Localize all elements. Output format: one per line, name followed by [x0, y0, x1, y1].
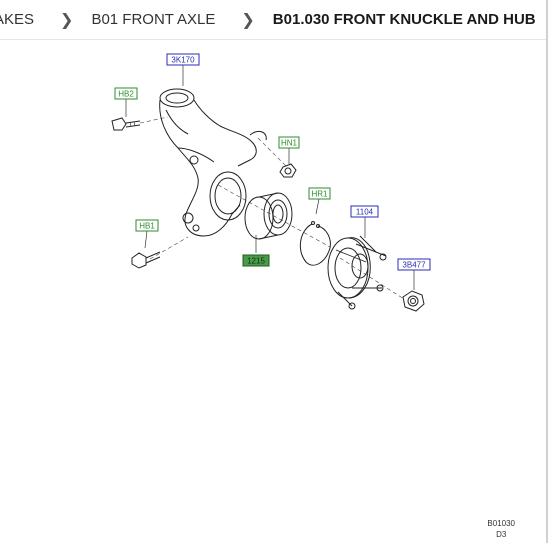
diagram-code: B01030 [487, 519, 515, 528]
svg-text:1215: 1215 [247, 257, 265, 266]
callout-bolt-upper[interactable]: HB2 [114, 87, 138, 100]
wheel-bearing-part[interactable] [244, 192, 293, 240]
assembly-axis-lines [139, 116, 405, 300]
chevron-right-icon: ❯ [60, 11, 74, 29]
bolt-upper-part[interactable] [111, 117, 141, 131]
nut-part[interactable] [279, 163, 297, 178]
exploded-parts-diagram: 3K170 HB2 HN1 HR1 1104 HB1 1215 3B477 [111, 53, 431, 312]
bolt-lower-part[interactable] [131, 251, 161, 269]
svg-text:HB1: HB1 [139, 222, 155, 231]
hub-nut-part[interactable] [402, 290, 425, 312]
svg-text:HN1: HN1 [281, 139, 298, 148]
callout-hub-nut[interactable]: 3B477 [397, 258, 431, 271]
knuckle-part[interactable] [159, 88, 267, 237]
diagram-sheet: D3 [496, 530, 507, 539]
leader-lines [125, 65, 415, 290]
callout-hub[interactable]: 1104 [350, 205, 379, 218]
callout-bearing-selected[interactable]: 1215 [242, 254, 270, 267]
hub-part[interactable] [327, 235, 387, 310]
diagram-reference-code: B01030 D3 [487, 518, 515, 540]
breadcrumb-item-front-axle[interactable]: B01 FRONT AXLE [91, 11, 216, 28]
snap-ring-part[interactable] [299, 221, 331, 266]
callout-snap-ring[interactable]: HR1 [308, 187, 331, 200]
callout-nut[interactable]: HN1 [278, 136, 300, 149]
scrollbar[interactable] [546, 0, 548, 543]
breadcrumb: AKES ❯ B01 FRONT AXLE ❯ B01.030 FRONT KN… [0, 0, 548, 40]
svg-text:3K170: 3K170 [171, 56, 195, 65]
chevron-right-icon: ❯ [241, 11, 255, 29]
svg-text:HR1: HR1 [311, 190, 328, 199]
breadcrumb-item-brakes[interactable]: AKES [0, 11, 35, 28]
svg-text:1104: 1104 [356, 208, 374, 217]
breadcrumb-item-current: B01.030 FRONT KNUCKLE AND HUB [272, 11, 536, 28]
svg-text:3B477: 3B477 [402, 261, 426, 270]
svg-text:HB2: HB2 [118, 90, 134, 99]
callout-bolt-lower[interactable]: HB1 [135, 219, 159, 232]
callout-knuckle[interactable]: 3K170 [166, 53, 200, 66]
